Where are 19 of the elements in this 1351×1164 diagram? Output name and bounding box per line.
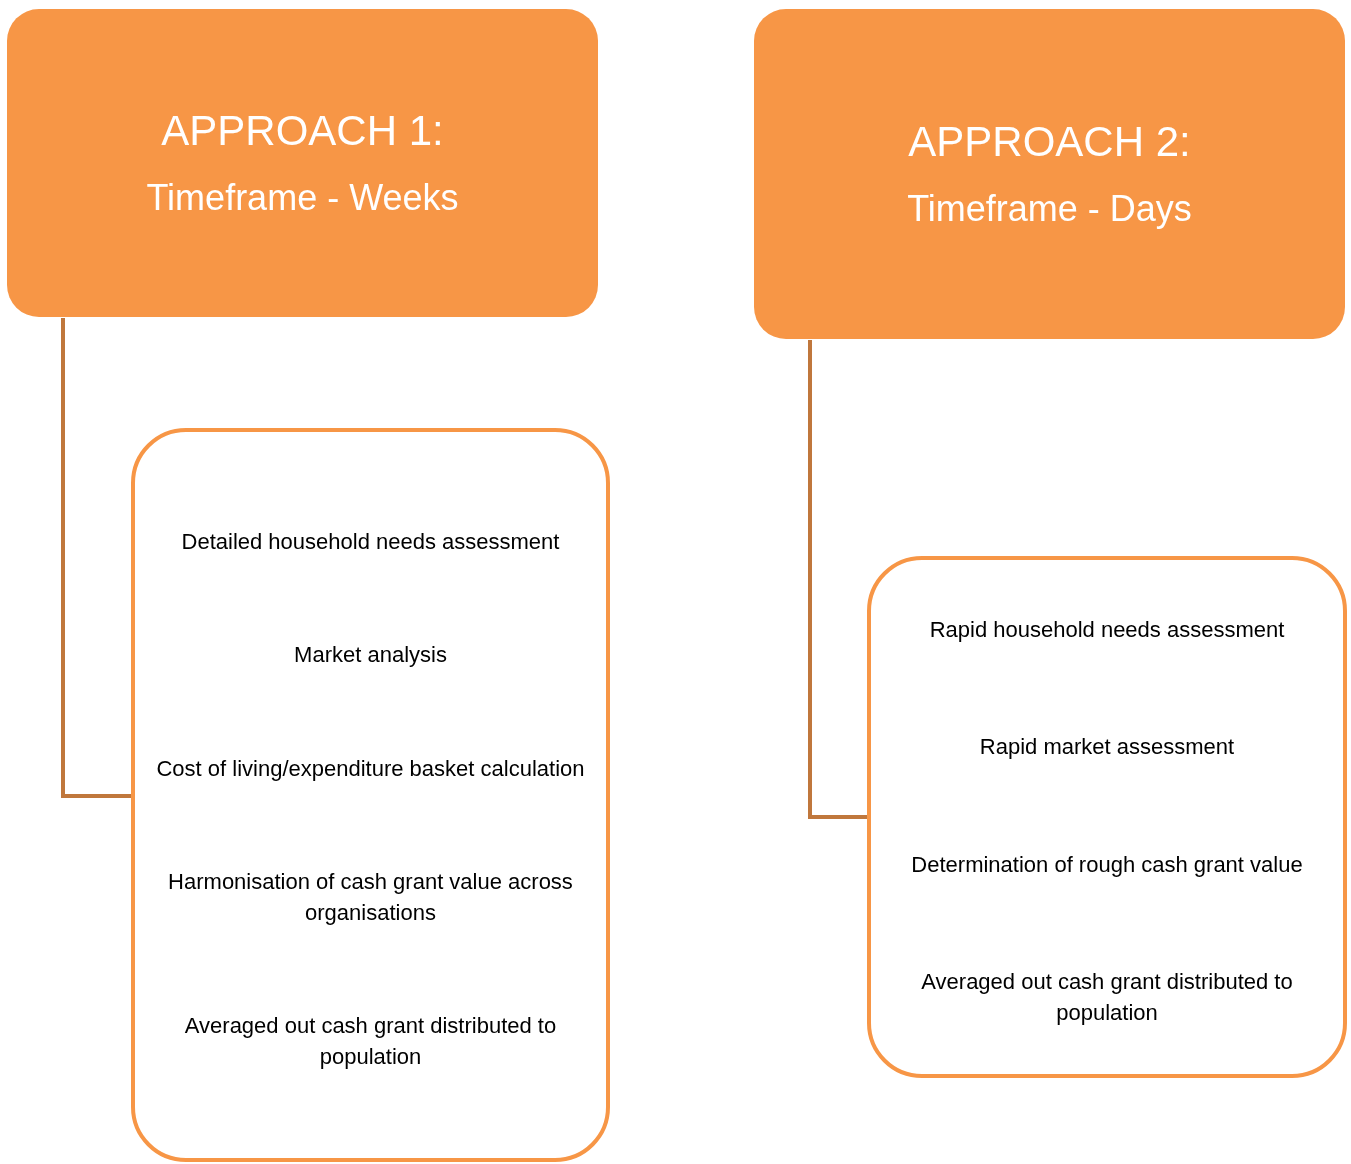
- approach-title: APPROACH 2:: [908, 118, 1191, 166]
- timeframe-label: Timeframe - Days: [907, 188, 1192, 230]
- approach-title: APPROACH 1:: [161, 107, 444, 155]
- header-box: [7, 9, 598, 317]
- connector-line: [808, 340, 867, 819]
- list-box: [867, 556, 1347, 1078]
- header-box: [754, 9, 1345, 339]
- list-item: Detailed household needs assessment: [180, 528, 561, 556]
- list-item: Market analysis: [293, 641, 448, 670]
- list-item: Rapid market assessment: [978, 733, 1236, 762]
- list-item: Rapid household needs assessment: [928, 616, 1286, 644]
- list-item: Harmonisation of cash grant value across organisations: [167, 868, 574, 927]
- list-item: Averaged out cash grant distributed to population: [183, 1012, 558, 1072]
- timeframe-label: Timeframe - Weeks: [146, 177, 459, 219]
- connector-line: [61, 318, 131, 798]
- list-item: Cost of living/expenditure basket calculation: [155, 754, 586, 783]
- list-item: Averaged out cash grant distributed to population: [920, 968, 1294, 1028]
- list-box: [131, 428, 610, 1162]
- list-item: Determination of rough cash grant value: [910, 850, 1304, 879]
